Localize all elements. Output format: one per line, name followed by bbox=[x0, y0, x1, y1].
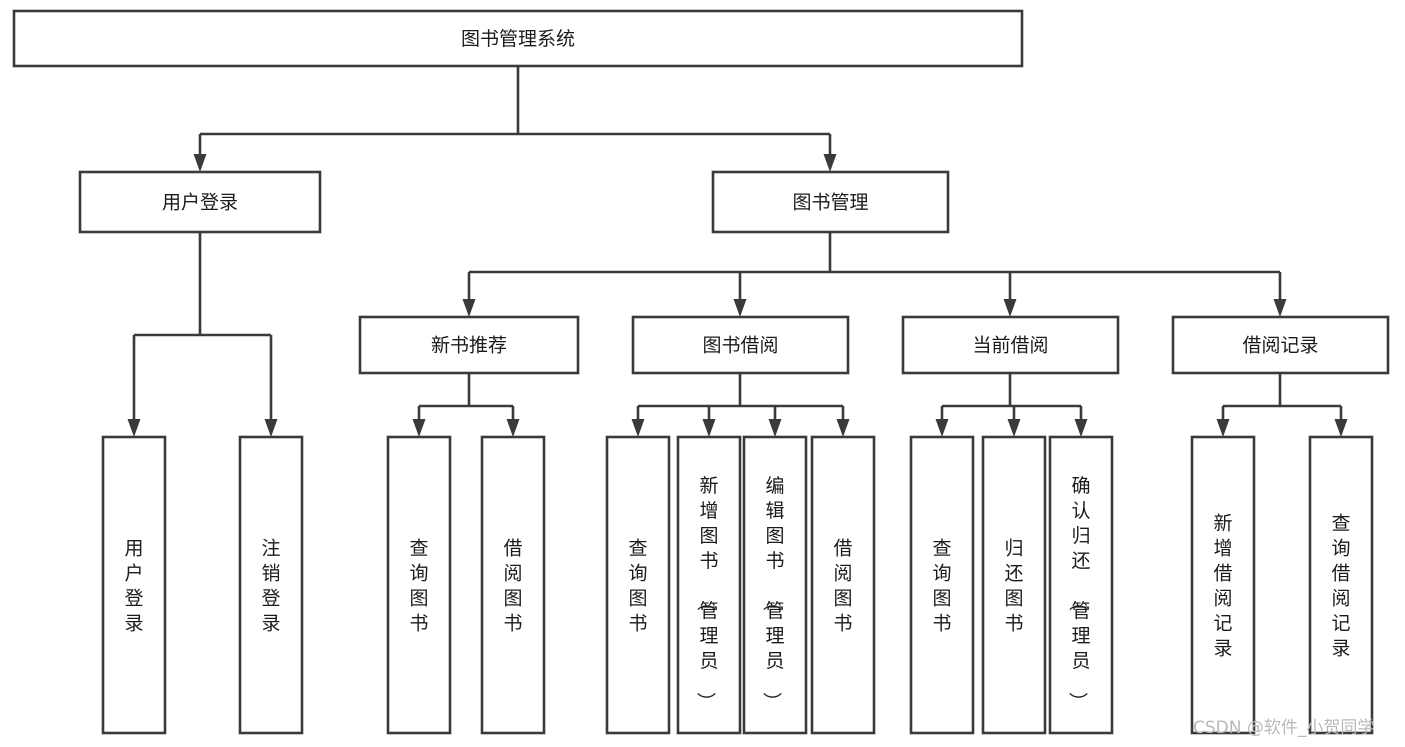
connector-arrowhead bbox=[1003, 299, 1017, 317]
connector-group-new-book-rec bbox=[412, 373, 520, 437]
connector-group-borrow-record bbox=[1216, 373, 1348, 437]
node-leaf-rec-query2[interactable]: 查询借阅记录 bbox=[1308, 435, 1374, 735]
nodes-layer: 图书管理系统用户登录图书管理新书推荐图书借阅当前借阅借阅记录用户登录注销登录查询… bbox=[12, 9, 1390, 735]
node-user-login[interactable]: 用户登录 bbox=[78, 170, 322, 234]
node-label-leaf-user-login: 用户登录 bbox=[124, 538, 143, 635]
node-box-leaf-cur-return[interactable] bbox=[981, 435, 1047, 735]
connectors-layer bbox=[127, 66, 1348, 437]
node-label-borrow-record: 借阅记录 bbox=[1242, 335, 1318, 357]
connector-arrowhead bbox=[733, 299, 747, 317]
node-leaf-rec-borrow[interactable]: 借阅图书 bbox=[480, 435, 546, 735]
node-current-borrow[interactable]: 当前借阅 bbox=[901, 315, 1120, 375]
node-label-leaf-rec-add: 新增借阅记录 bbox=[1213, 513, 1232, 660]
connector-arrowhead bbox=[1334, 419, 1348, 437]
node-new-book-rec[interactable]: 新书推荐 bbox=[358, 315, 580, 375]
node-box-book-borrow[interactable] bbox=[631, 315, 850, 375]
connector-group-root bbox=[193, 66, 837, 172]
node-leaf-cur-return[interactable]: 归还图书 bbox=[981, 435, 1047, 735]
node-leaf-rec-add[interactable]: 新增借阅记录 bbox=[1190, 435, 1256, 735]
node-box-leaf-borrow-edit[interactable] bbox=[742, 435, 808, 735]
connector-arrowhead bbox=[1273, 299, 1287, 317]
connector-group-book-manage bbox=[462, 232, 1287, 317]
connector-arrowhead bbox=[768, 419, 782, 437]
node-leaf-user-logout[interactable]: 注销登录 bbox=[238, 435, 304, 735]
node-box-leaf-user-logout[interactable] bbox=[238, 435, 304, 735]
node-leaf-borrow-add[interactable]: 新增图书（管理员） bbox=[676, 435, 742, 735]
node-label-current-borrow: 当前借阅 bbox=[972, 335, 1048, 357]
node-box-leaf-borrow-query[interactable] bbox=[605, 435, 671, 735]
connector-arrowhead bbox=[412, 419, 426, 437]
node-box-leaf-user-login[interactable] bbox=[101, 435, 167, 735]
node-box-leaf-cur-confirm[interactable] bbox=[1048, 435, 1114, 735]
node-root[interactable]: 图书管理系统 bbox=[12, 9, 1024, 68]
node-book-borrow[interactable]: 图书借阅 bbox=[631, 315, 850, 375]
node-label-book-manage: 图书管理 bbox=[792, 192, 868, 214]
node-box-leaf-rec-query[interactable] bbox=[386, 435, 452, 735]
node-box-current-borrow[interactable] bbox=[901, 315, 1120, 375]
csdn-watermark: CSDN @软件_小贺同学 bbox=[1193, 718, 1374, 738]
node-label-leaf-borrow-edit: 编辑图书（管理员） bbox=[760, 475, 784, 711]
node-label-leaf-user-logout: 注销登录 bbox=[261, 538, 280, 635]
connector-arrowhead bbox=[1074, 419, 1088, 437]
connector-arrowhead bbox=[1007, 419, 1021, 437]
connector-arrowhead bbox=[631, 419, 645, 437]
node-leaf-borrow-query[interactable]: 查询图书 bbox=[605, 435, 671, 735]
node-label-leaf-rec-query: 查询图书 bbox=[409, 538, 428, 635]
connector-arrowhead bbox=[193, 154, 207, 172]
node-leaf-cur-confirm[interactable]: 确认归还（管理员） bbox=[1048, 435, 1114, 735]
node-box-leaf-rec-add[interactable] bbox=[1190, 435, 1256, 735]
node-box-borrow-record[interactable] bbox=[1171, 315, 1390, 375]
node-label-leaf-borrow-query: 查询图书 bbox=[628, 538, 647, 635]
node-leaf-borrow-do[interactable]: 借阅图书 bbox=[810, 435, 876, 735]
node-label-root: 图书管理系统 bbox=[461, 28, 575, 50]
node-box-book-manage[interactable] bbox=[711, 170, 950, 234]
node-leaf-user-login[interactable]: 用户登录 bbox=[101, 435, 167, 735]
node-borrow-record[interactable]: 借阅记录 bbox=[1171, 315, 1390, 375]
connector-group-user-login bbox=[127, 232, 278, 437]
node-label-leaf-borrow-add: 新增图书（管理员） bbox=[694, 475, 718, 711]
connector-group-current-borrow bbox=[935, 373, 1088, 437]
connector-arrowhead bbox=[127, 419, 141, 437]
node-box-leaf-borrow-add[interactable] bbox=[676, 435, 742, 735]
connector-arrowhead bbox=[935, 419, 949, 437]
node-box-leaf-cur-query[interactable] bbox=[909, 435, 975, 735]
node-label-leaf-cur-return: 归还图书 bbox=[1004, 538, 1023, 635]
node-leaf-rec-query[interactable]: 查询图书 bbox=[386, 435, 452, 735]
node-label-user-login: 用户登录 bbox=[162, 192, 238, 214]
node-label-leaf-cur-confirm: 确认归还（管理员） bbox=[1066, 475, 1090, 711]
node-box-user-login[interactable] bbox=[78, 170, 322, 234]
connector-arrowhead bbox=[506, 419, 520, 437]
connector-arrowhead bbox=[823, 154, 837, 172]
node-box-leaf-borrow-do[interactable] bbox=[810, 435, 876, 735]
connector-arrowhead bbox=[702, 419, 716, 437]
connector-arrowhead bbox=[836, 419, 850, 437]
connector-arrowhead bbox=[264, 419, 278, 437]
node-label-new-book-rec: 新书推荐 bbox=[431, 335, 507, 357]
node-box-root[interactable] bbox=[12, 9, 1024, 68]
node-leaf-cur-query[interactable]: 查询图书 bbox=[909, 435, 975, 735]
connector-arrowhead bbox=[462, 299, 476, 317]
node-box-leaf-rec-borrow[interactable] bbox=[480, 435, 546, 735]
node-label-leaf-rec-borrow: 借阅图书 bbox=[503, 538, 522, 635]
node-book-manage[interactable]: 图书管理 bbox=[711, 170, 950, 234]
node-leaf-borrow-edit[interactable]: 编辑图书（管理员） bbox=[742, 435, 808, 735]
node-label-leaf-borrow-do: 借阅图书 bbox=[833, 538, 852, 635]
node-box-leaf-rec-query2[interactable] bbox=[1308, 435, 1374, 735]
node-box-new-book-rec[interactable] bbox=[358, 315, 580, 375]
connector-group-book-borrow bbox=[631, 373, 850, 437]
node-label-book-borrow: 图书借阅 bbox=[702, 335, 778, 357]
node-label-leaf-cur-query: 查询图书 bbox=[932, 538, 951, 635]
node-label-leaf-rec-query2: 查询借阅记录 bbox=[1331, 513, 1350, 660]
connector-arrowhead bbox=[1216, 419, 1230, 437]
